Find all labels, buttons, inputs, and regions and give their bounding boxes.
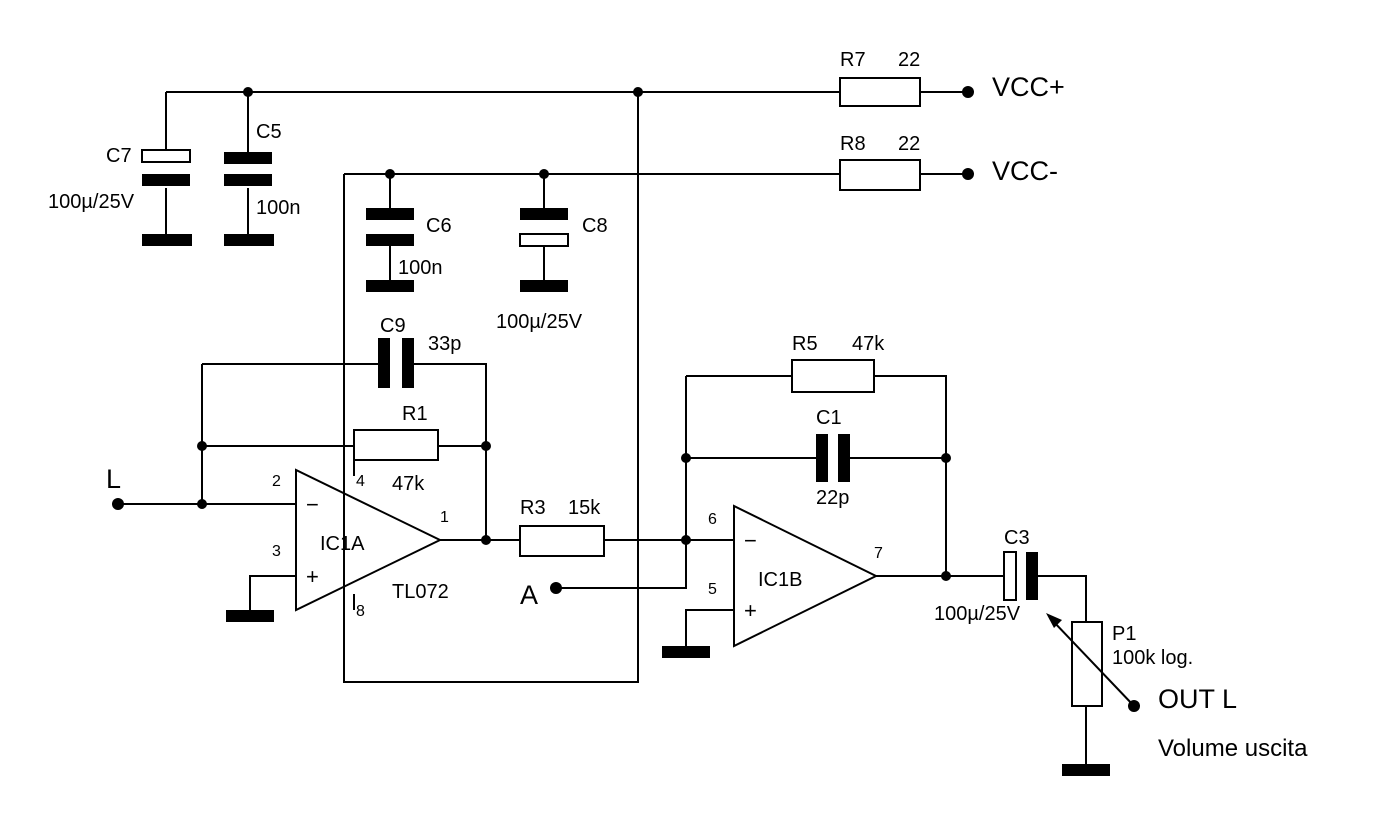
opamp-ic1a: − + IC1A TL072 2 3 1 4 8: [272, 468, 449, 620]
c9-ref: C9: [380, 315, 406, 337]
ground-symbols: [226, 610, 1110, 776]
ic1a-pin-3: 3: [272, 543, 281, 560]
c7-value: 100µ/25V: [48, 191, 135, 213]
capacitor-c6: C6 100n: [366, 208, 452, 292]
r8-value: 22: [898, 133, 920, 155]
ic1a-minus: −: [306, 492, 319, 517]
c1-value: 22p: [816, 487, 849, 509]
ic1b-pin-5: 5: [708, 581, 717, 598]
ground-icon: [662, 646, 710, 658]
r1-ref: R1: [402, 403, 428, 425]
ic1a-plus: +: [306, 564, 319, 589]
ic1a-pin-1: 1: [440, 509, 449, 526]
c5-ref: C5: [256, 121, 282, 143]
potentiometer-p1: P1 100k log.: [1046, 613, 1193, 707]
c5-value: 100n: [256, 197, 301, 219]
resistor-r8: R8 22: [839, 133, 921, 191]
r3-value: 15k: [568, 497, 601, 519]
terminal-vcc-pos: VCC+: [962, 72, 1065, 102]
terminal-node-a: A: [520, 580, 562, 610]
c8-ref: C8: [582, 215, 608, 237]
ic1a-pin-4: 4: [356, 473, 365, 490]
wiper-arrow-icon: [1046, 613, 1062, 628]
capacitor-c9: C9 33p: [378, 315, 461, 388]
resistor-r5: R5 47k: [791, 333, 885, 393]
terminal-vcc-neg: VCC-: [962, 156, 1058, 186]
capacitor-c5: C5 100n: [224, 121, 301, 246]
node-a-label: A: [520, 580, 538, 610]
out-l-label: OUT L: [1158, 684, 1237, 714]
r3-ref: R3: [520, 497, 546, 519]
resistor-r7: R7 22: [839, 49, 921, 107]
capacitor-c8: C8 100µ/25V: [496, 208, 608, 333]
ic1b-pin-6: 6: [708, 511, 717, 528]
r7-value: 22: [898, 49, 920, 71]
out-desc-label: Volume uscita: [1158, 735, 1308, 762]
capacitor-c1: C1 22p: [816, 407, 850, 509]
wires: [118, 91, 1087, 766]
p1-ref: P1: [1112, 623, 1136, 645]
r5-value: 47k: [852, 333, 885, 355]
c3-ref: C3: [1004, 527, 1030, 549]
c6-value: 100n: [398, 257, 443, 279]
ic1a-ref: IC1A: [320, 533, 365, 555]
c3-value: 100µ/25V: [934, 603, 1021, 625]
opamp-triangle-icon: [733, 504, 879, 648]
junction-dots: [197, 87, 951, 581]
capacitor-c3: C3 100µ/25V: [934, 527, 1038, 625]
ground-icon: [226, 610, 274, 622]
c9-value: 33p: [428, 333, 461, 355]
resistor-r1: R1 47k: [353, 403, 439, 495]
ic1b-pin-7: 7: [874, 545, 883, 562]
ic1b-plus: +: [744, 598, 757, 623]
ground-icon: [1062, 764, 1110, 776]
input-l-label: L: [106, 464, 121, 494]
c7-ref: C7: [106, 145, 132, 167]
vcc-pos-label: VCC+: [992, 72, 1065, 102]
r7-ref: R7: [840, 49, 866, 71]
r1-value: 47k: [392, 473, 425, 495]
c1-ref: C1: [816, 407, 842, 429]
r5-ref: R5: [792, 333, 818, 355]
ic1b-ref: IC1B: [758, 569, 802, 591]
ic1a-pin-2: 2: [272, 473, 281, 490]
c8-value: 100µ/25V: [496, 311, 583, 333]
r8-ref: R8: [840, 133, 866, 155]
ic1b-minus: −: [744, 528, 757, 553]
capacitor-c7: C7 100µ/25V: [48, 145, 192, 246]
ic1a-part: TL072: [392, 581, 449, 603]
opamp-ic1b: − + IC1B 6 5 7: [708, 504, 883, 648]
c6-ref: C6: [426, 215, 452, 237]
opamp-triangle-icon: [295, 468, 443, 612]
ic1a-pin-8: 8: [356, 603, 365, 620]
terminal-out-l: OUT L Volume uscita: [1128, 684, 1308, 762]
p1-value: 100k log.: [1112, 647, 1193, 669]
vcc-neg-label: VCC-: [992, 156, 1058, 186]
terminal-input-l: L: [106, 464, 124, 510]
resistor-r3: R3 15k: [519, 497, 605, 557]
